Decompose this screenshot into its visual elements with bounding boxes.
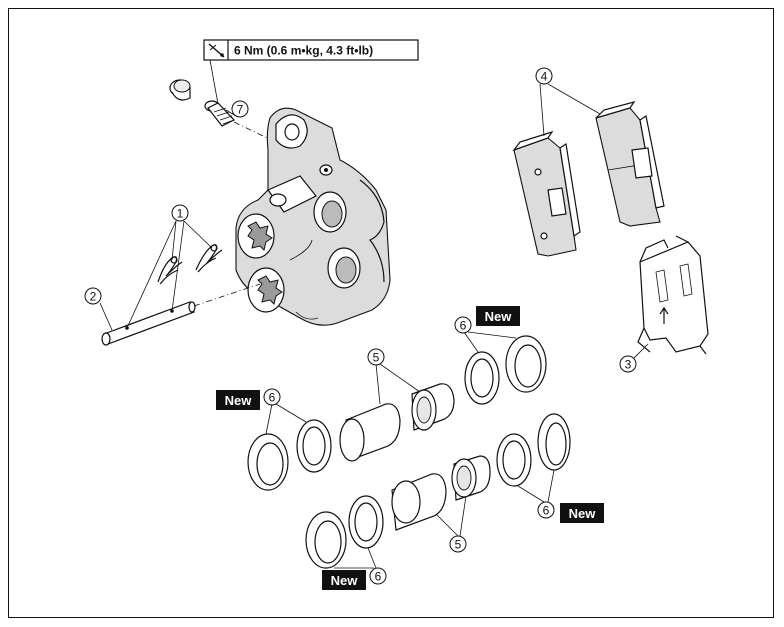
piston-lower-right — [451, 455, 491, 501]
svg-text:1: 1 — [177, 207, 184, 221]
svg-text:2: 2 — [90, 290, 97, 304]
callout-4: 4 — [535, 67, 553, 85]
callout-7: 7 — [231, 100, 249, 118]
svg-text:New: New — [485, 309, 513, 324]
seal-upper-right-pair — [464, 335, 547, 405]
callout-6-upper-right: 6 — [454, 316, 472, 334]
callout-2: 2 — [84, 287, 102, 305]
callout-1: 1 — [171, 204, 189, 222]
seal-lower-left-pair — [305, 495, 384, 569]
svg-text:3: 3 — [625, 358, 632, 372]
retaining-clip-left — [157, 256, 183, 285]
svg-text:New: New — [331, 573, 359, 588]
leader-lines — [99, 83, 649, 569]
brake-pad-right — [595, 101, 665, 227]
svg-text:6: 6 — [460, 319, 467, 333]
bleed-screw — [204, 100, 235, 127]
retaining-clip-right — [195, 244, 223, 273]
svg-text:5: 5 — [455, 538, 462, 552]
pad-pin-axis — [193, 283, 261, 307]
callout-6-lower-right: 6 — [537, 501, 555, 519]
torque-wrench-icon — [208, 43, 225, 58]
piston-upper-right — [411, 383, 455, 431]
brake-pad-left — [512, 130, 581, 257]
bleed-cap — [169, 79, 191, 101]
svg-text:7: 7 — [237, 103, 244, 117]
torque-leader — [209, 59, 219, 105]
caliper-body — [235, 107, 391, 326]
torque-spec-box: 6 Nm (0.6 m•kg, 4.3 ft•lb) — [203, 39, 419, 61]
pad-pin — [101, 301, 196, 346]
piston-lower-left — [391, 473, 447, 531]
new-badge-left: New — [216, 390, 260, 410]
callout-5-lower: 5 — [449, 535, 467, 553]
callout-3: 3 — [619, 355, 637, 373]
svg-text:6: 6 — [543, 504, 550, 518]
svg-text:5: 5 — [373, 351, 380, 365]
new-badge-upper-right: New — [476, 306, 520, 326]
new-badge-lower-right: New — [560, 503, 604, 523]
svg-text:6: 6 — [269, 391, 276, 405]
svg-text:New: New — [225, 393, 253, 408]
torque-spec-text: 6 Nm (0.6 m•kg, 4.3 ft•lb) — [234, 44, 373, 58]
svg-text:4: 4 — [541, 70, 548, 84]
seal-lower-right-pair — [496, 413, 571, 487]
pad-spring — [637, 235, 709, 355]
callout-6-left: 6 — [263, 388, 281, 406]
diagram-frame — [8, 8, 774, 618]
callout-6-lower-left: 6 — [369, 567, 387, 585]
svg-text:New: New — [569, 506, 597, 521]
seal-left-pair — [247, 419, 332, 491]
new-badge-lower-left: New — [322, 570, 366, 590]
piston-upper-left — [339, 403, 401, 462]
callout-5-upper: 5 — [367, 348, 385, 366]
svg-text:6: 6 — [375, 570, 382, 584]
